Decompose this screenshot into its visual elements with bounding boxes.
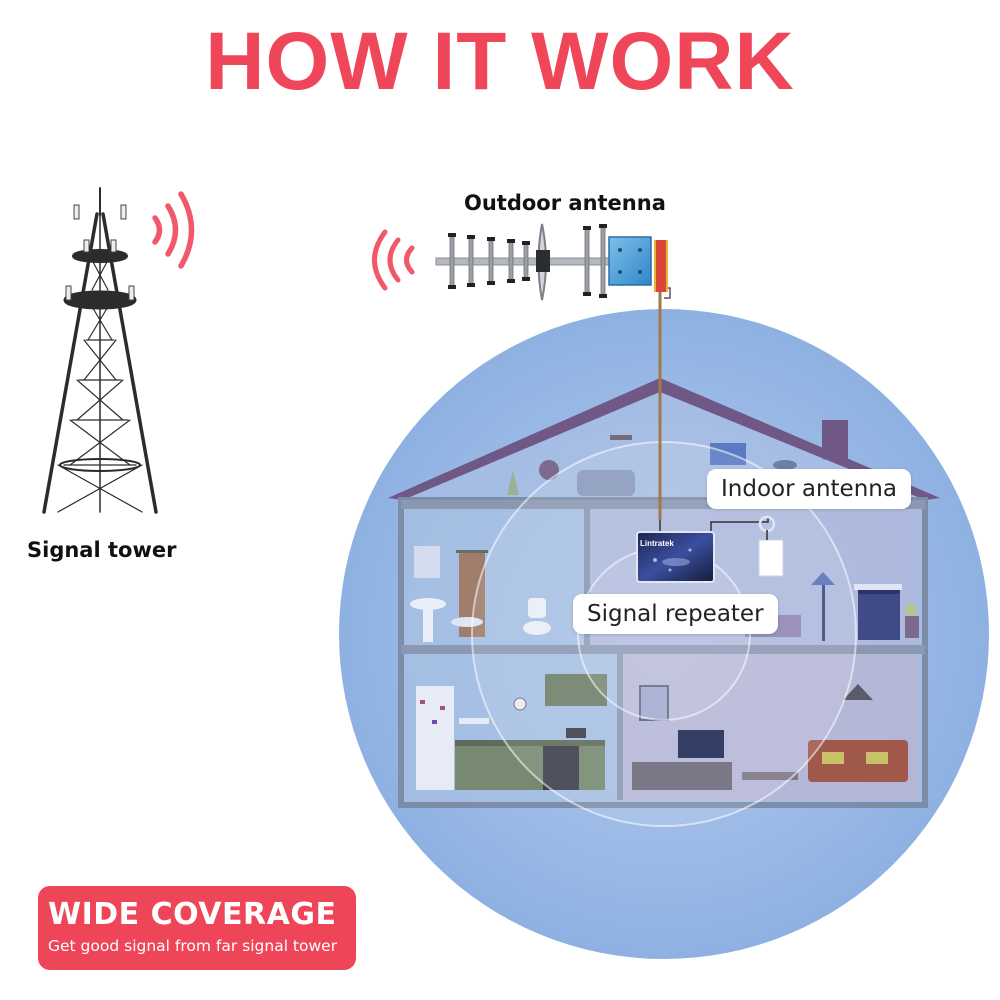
indoor-antenna-callout: Indoor antenna [707,469,911,509]
signal-tower-label: Signal tower [27,538,176,562]
outdoor-antenna-label: Outdoor antenna [464,191,666,215]
tower-signal-wave-icon [155,194,192,266]
badge-subtitle: Get good signal from far signal tower [48,934,356,958]
repeater-brand: Lintratek [640,539,674,548]
badge-title: WIDE COVERAGE [48,896,356,934]
wide-coverage-badge: WIDE COVERAGE Get good signal from far s… [38,886,356,970]
signal-repeater-callout: Signal repeater [573,594,778,634]
signal-wave-icon [375,232,413,288]
yagi-antenna-icon [436,224,632,300]
panel-antenna-icon [609,237,668,292]
signal-tower-icon [44,188,156,512]
